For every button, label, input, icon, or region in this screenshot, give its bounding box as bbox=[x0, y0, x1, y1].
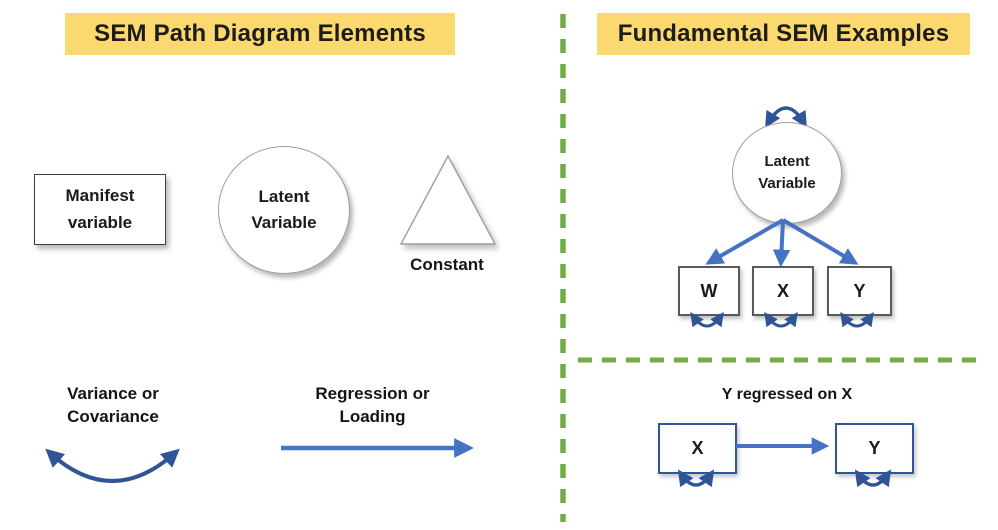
example2-x-box: X bbox=[658, 423, 737, 474]
example2-y-label: Y bbox=[868, 438, 881, 458]
example1-latent-label: Latent Variable bbox=[758, 152, 816, 193]
latent-self-loop-arrow-icon bbox=[765, 106, 807, 128]
variance-loop-x2-icon bbox=[677, 469, 715, 488]
example2-title: Y regressed on X bbox=[721, 386, 853, 403]
manifest-variable-box: Manifest variable bbox=[34, 174, 166, 245]
manifest-variable-label: Manifest variable bbox=[65, 186, 135, 232]
loading-arrows-icon bbox=[705, 218, 859, 268]
latent-variable-label: Latent Variable bbox=[251, 186, 317, 232]
variance-loop-y2-icon bbox=[854, 469, 892, 488]
example2-y-box: Y bbox=[835, 423, 914, 474]
constant-triangle bbox=[399, 154, 497, 245]
right-panel-title: Fundamental SEM Examples bbox=[597, 13, 970, 55]
indicator-y-label: Y bbox=[853, 280, 866, 301]
regression-x-to-y-arrow-icon bbox=[736, 437, 830, 455]
indicator-x-label: X bbox=[776, 280, 789, 301]
variance-loop-w-icon bbox=[690, 312, 724, 328]
latent-variable-circle: Latent Variable bbox=[218, 146, 350, 274]
indicator-box-x: X bbox=[752, 266, 814, 316]
variance-loop-y-icon bbox=[840, 312, 874, 328]
variance-covariance-label: Variance or Covariance bbox=[67, 384, 159, 426]
indicator-box-y: Y bbox=[827, 266, 892, 316]
indicator-w-label: W bbox=[700, 280, 718, 301]
vertical-dashed-divider bbox=[560, 14, 566, 522]
constant-label: Constant bbox=[410, 255, 484, 274]
covariance-arrow-icon bbox=[45, 448, 180, 483]
regression-loading-label: Regression or Loading bbox=[315, 384, 430, 426]
example2-x-label: X bbox=[691, 438, 704, 458]
left-panel-title: SEM Path Diagram Elements bbox=[65, 13, 455, 55]
regression-arrow-icon bbox=[281, 438, 474, 458]
horizontal-dashed-divider bbox=[578, 357, 986, 363]
indicator-box-w: W bbox=[678, 266, 740, 316]
example1-latent-circle: Latent Variable bbox=[732, 122, 842, 224]
variance-loop-x-icon bbox=[764, 312, 798, 328]
